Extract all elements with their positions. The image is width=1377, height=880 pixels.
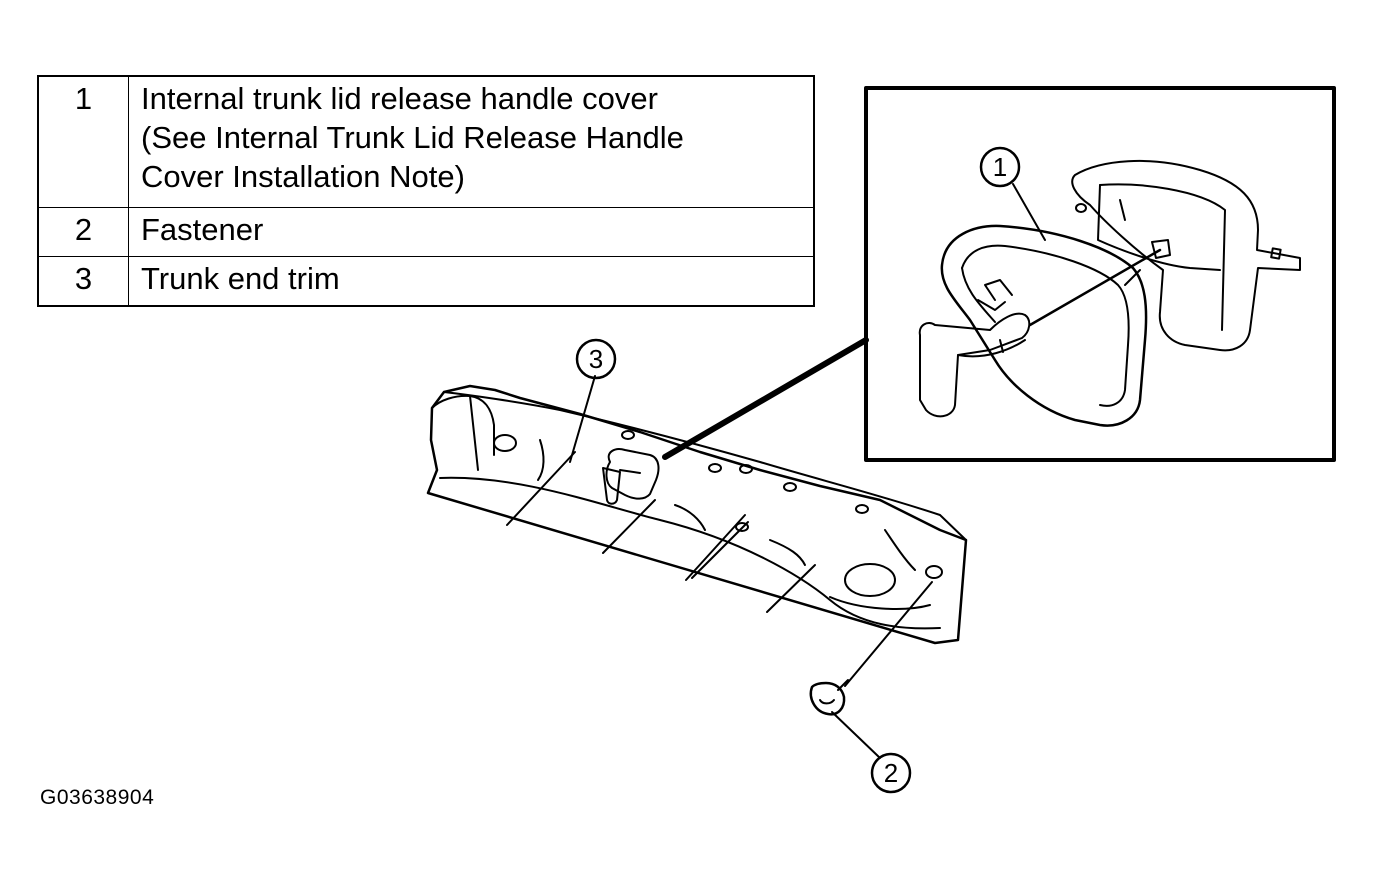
fastener-drawing — [809, 679, 849, 716]
callout-2-to-panel-line — [844, 581, 933, 687]
trunk-end-trim-drawing — [426, 384, 968, 645]
callout-circle — [870, 752, 912, 794]
callout-label-2: 2 — [884, 758, 898, 788]
callout-1-leader — [1012, 183, 1046, 241]
callout-2-leader — [831, 711, 881, 759]
legend-description: Fastener — [128, 207, 815, 257]
callout-label-3: 3 — [589, 344, 603, 374]
callout-3-leader — [569, 375, 596, 463]
legend-row: 2 Fastener — [37, 207, 815, 257]
legend-description: Internal trunk lid release handle cover … — [128, 75, 815, 208]
legend-number: 3 — [37, 256, 129, 307]
legend-description: Trunk end trim — [128, 256, 815, 307]
callout-circle — [979, 146, 1021, 188]
callout-circle — [575, 338, 617, 380]
legend-number: 2 — [37, 207, 129, 257]
detail-view-box — [864, 86, 1336, 462]
legend-row: 1 Internal trunk lid release handle cove… — [37, 75, 815, 208]
parts-legend-table: 1 Internal trunk lid release handle cove… — [37, 75, 815, 307]
handle-cover-detail-drawing — [918, 159, 1301, 427]
detail-leader-line — [662, 337, 869, 460]
legend-row: 3 Trunk end trim — [37, 256, 815, 307]
figure-code: G03638904 — [40, 786, 155, 809]
callout-label-1: 1 — [993, 152, 1007, 182]
